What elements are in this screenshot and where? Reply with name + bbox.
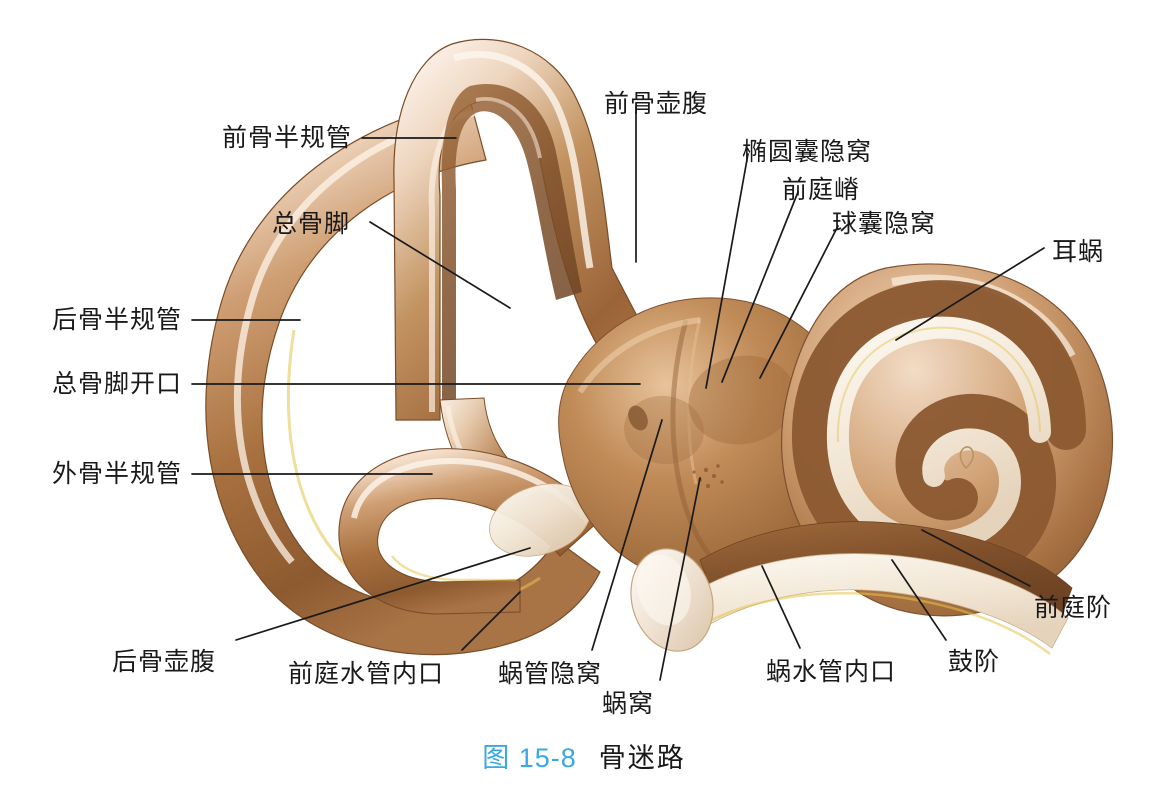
leader-cochlear-aqueduct-opening	[761, 565, 801, 649]
label-cochlear-duct-recess: 蜗管隐窝	[498, 661, 603, 688]
label-posterior-bony-ampulla: 后骨壶腹	[112, 649, 217, 676]
leader-vestibular-crest	[721, 191, 799, 383]
figure-caption: 图 15-8 骨迷路	[0, 745, 1168, 772]
label-cochlea: 耳蜗	[1052, 239, 1105, 266]
label-scala-tympani: 鼓阶	[948, 649, 1001, 676]
label-elliptical-recess: 椭圆囊隐窝	[742, 139, 873, 166]
label-posterior-semicircular-canal: 后骨半规管	[52, 307, 183, 334]
label-vestibular-aqueduct-opening: 前庭水管内口	[288, 661, 445, 688]
basal-turn	[693, 521, 1073, 655]
label-scala-vestibuli: 前庭阶	[1034, 595, 1113, 622]
leader-cochlear-window	[659, 477, 701, 681]
leader-scala-tympani	[891, 559, 947, 641]
label-lateral-semicircular-canal: 外骨半规管	[52, 461, 183, 488]
leader-cochlear-duct-recess	[591, 419, 663, 651]
leader-vestibular-aqueduct-opening	[461, 591, 521, 651]
leader-elliptical-recess	[705, 153, 749, 389]
label-cochlear-aqueduct-opening: 蜗水管内口	[766, 659, 897, 686]
cochlear-window-knob	[630, 548, 714, 652]
leader-scala-vestibuli	[921, 529, 1031, 587]
leader-lines	[191, 105, 1045, 681]
label-spherical-recess: 球囊隐窝	[832, 211, 937, 238]
label-cochlear-window: 蜗窝	[602, 691, 655, 718]
figure-title: 骨迷路	[598, 743, 686, 773]
leader-cochlea	[895, 247, 1045, 341]
lateral-semicircular-canal	[338, 448, 601, 615]
label-common-bony-crus: 总骨脚	[272, 211, 351, 238]
leader-common-bony-crus	[369, 221, 511, 309]
figure-number: 图 15-8	[482, 743, 577, 773]
label-common-crus-opening: 总骨脚开口	[52, 371, 183, 398]
leader-spherical-recess	[759, 225, 839, 379]
leader-posterior-bony-ampulla	[235, 547, 531, 641]
label-anterior-semicircular-canal: 前骨半规管	[222, 125, 353, 152]
label-anterior-bony-ampulla: 前骨壶腹	[604, 91, 709, 118]
label-vestibular-crest: 前庭嵴	[782, 177, 861, 204]
